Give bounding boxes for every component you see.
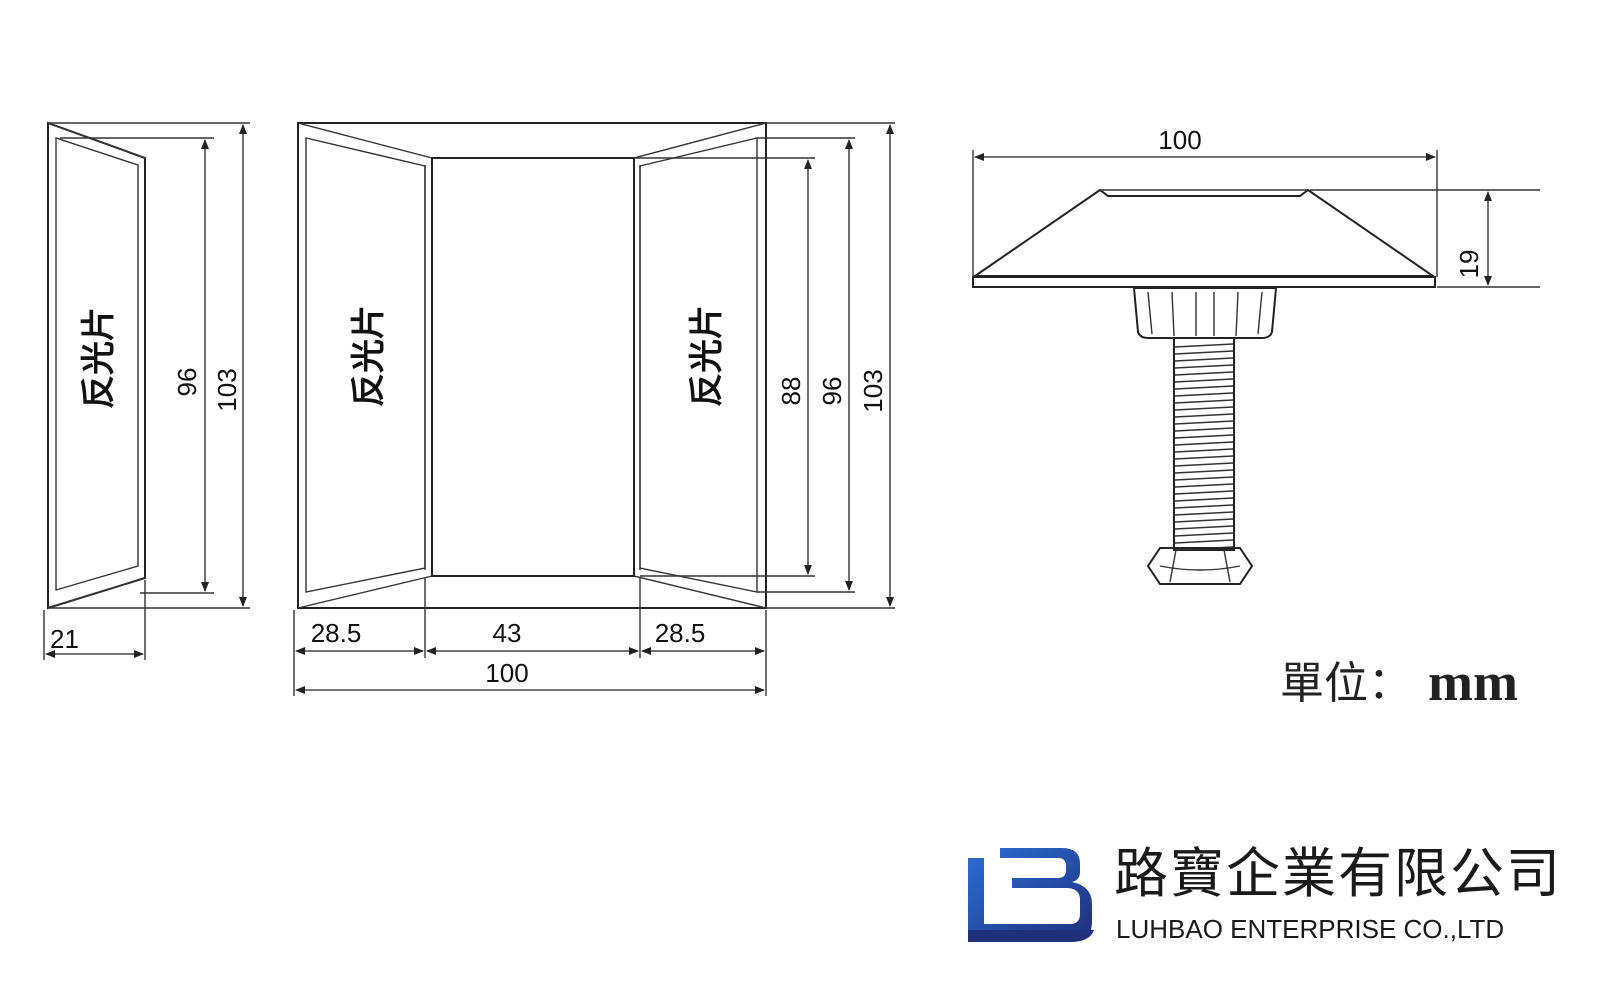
- thread-line: [1174, 350, 1234, 355]
- thread-line: [1174, 420, 1234, 425]
- thread-line: [1174, 392, 1234, 397]
- thread-line: [1174, 490, 1234, 495]
- thread-line: [1174, 357, 1234, 362]
- company-name-chinese: 路寶企業有限公司: [1114, 842, 1562, 905]
- thread-line: [1174, 427, 1234, 432]
- company-name-english: LUHBAO ENTERPRISE CO.,LTD: [1116, 914, 1504, 944]
- side-outer-height-label: 103: [212, 368, 242, 411]
- thread-line: [1174, 399, 1234, 404]
- side-reflector-label: 反光片: [79, 307, 119, 409]
- front-inner-height-label: 88: [776, 377, 806, 406]
- thread-line: [1174, 476, 1234, 481]
- thread-line: [1174, 497, 1234, 502]
- front-outer-height-label: 103: [858, 369, 888, 412]
- thread-line: [1174, 434, 1234, 439]
- thread-line: [1174, 406, 1234, 411]
- thread-line: [1174, 525, 1234, 530]
- profile-height-label: 19: [1454, 250, 1484, 279]
- thread-line: [1174, 462, 1234, 467]
- unit-note: 單位： mm: [1280, 652, 1518, 712]
- thread-line: [1174, 343, 1234, 348]
- front-right-width-label: 28.5: [655, 618, 706, 648]
- front-view: 88 96 103 28.5 43 28.5 100 反光片 反光片: [293, 122, 895, 696]
- thread-line: [1174, 448, 1234, 453]
- thread-line: [1174, 511, 1234, 516]
- thread-line: [1174, 532, 1234, 537]
- thread-line: [1174, 504, 1234, 509]
- stud-thread: [1173, 337, 1235, 551]
- side-width-label: 21: [50, 624, 79, 654]
- unit-value: mm: [1428, 652, 1518, 712]
- front-total-width-label: 100: [485, 658, 528, 688]
- thread-line: [1174, 539, 1234, 544]
- thread-line: [1174, 371, 1234, 376]
- logo-mark: [968, 848, 1092, 940]
- thread-line: [1174, 413, 1234, 418]
- thread-line: [1174, 483, 1234, 488]
- front-right-reflector-label: 反光片: [687, 305, 727, 407]
- thread-line: [1174, 441, 1234, 446]
- front-left-width-label: 28.5: [311, 618, 362, 648]
- front-left-reflector-label: 反光片: [349, 305, 389, 407]
- side-inner-height-label: 96: [172, 368, 202, 397]
- thread-line: [1174, 455, 1234, 460]
- company-logo: 路寶企業有限公司 LUHBAO ENTERPRISE CO.,LTD: [968, 842, 1562, 944]
- thread-line: [1174, 518, 1234, 523]
- front-center-width-label: 43: [493, 618, 522, 648]
- stud-nut: [1146, 547, 1254, 585]
- stud-collar: [1132, 287, 1278, 339]
- unit-label: 單位：: [1280, 658, 1412, 709]
- profile-view: 100 19: [971, 125, 1540, 585]
- thread-line: [1174, 385, 1234, 390]
- side-view: 96 103 21 反光片: [43, 121, 250, 660]
- thread-line: [1174, 378, 1234, 383]
- thread-line: [1174, 469, 1234, 474]
- profile-width-label: 100: [1158, 125, 1201, 155]
- thread-line: [1174, 364, 1234, 369]
- front-mid-height-label: 96: [817, 377, 847, 406]
